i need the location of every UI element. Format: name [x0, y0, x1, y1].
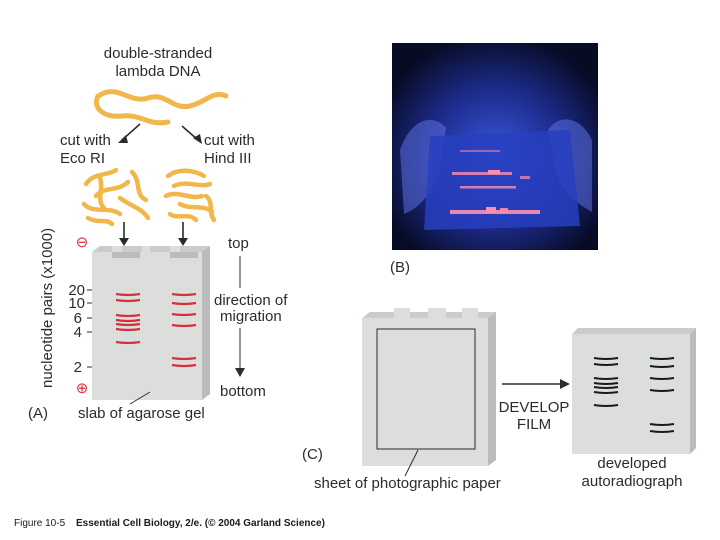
- tick-2: 2: [74, 359, 82, 376]
- band: [593, 357, 619, 360]
- paper-pointer: [404, 449, 419, 477]
- arrowhead-right: [193, 134, 202, 144]
- panel-a-label: (A): [28, 405, 48, 422]
- cut-left-line2: Eco RI: [60, 150, 105, 167]
- band: [115, 322, 141, 327]
- dna-label-line1: double-stranded: [104, 45, 212, 62]
- ecori-lane-bands: [115, 292, 141, 345]
- band: [593, 382, 619, 385]
- direction-line2: migration: [220, 308, 282, 325]
- band: [649, 377, 675, 380]
- hindiii-lane-bands: [171, 292, 197, 368]
- direction-line1: direction of: [214, 292, 288, 309]
- band: [649, 430, 675, 433]
- result-line2: autoradiograph: [582, 473, 683, 490]
- band: [171, 301, 197, 306]
- load-arrowhead-left: [119, 238, 129, 246]
- panel-c: sheet of photographic paper (C) DEVELOP …: [302, 308, 696, 492]
- autoradiograph: [572, 328, 696, 454]
- negative-electrode-symbol: ⊖: [76, 234, 89, 251]
- result-line1: developed: [597, 455, 666, 472]
- panel-b: (B): [390, 43, 598, 276]
- uv-gel-plate: [424, 130, 580, 230]
- band: [593, 404, 619, 407]
- autoradiograph-ecori-bands: [593, 357, 619, 407]
- lambda-dna-strand: [94, 89, 229, 126]
- develop-line1: DEVELOP: [499, 399, 570, 416]
- panel-a: double-stranded lambda DNA cut with Eco …: [28, 45, 288, 422]
- positive-electrode-symbol: ⊕: [76, 380, 89, 397]
- figure-caption: Figure 10-5 Essential Cell Biology, 2/e.…: [14, 518, 325, 529]
- well-right: [170, 252, 198, 258]
- band: [171, 323, 197, 328]
- cut-right-line1: cut with: [204, 132, 255, 149]
- band: [171, 312, 197, 317]
- band: [649, 357, 675, 360]
- band: [649, 423, 675, 426]
- develop-line2: FILM: [517, 416, 551, 433]
- ecori-fragments: [81, 167, 151, 227]
- band: [171, 356, 197, 361]
- band: [593, 386, 619, 389]
- cut-left-line1: cut with: [60, 132, 111, 149]
- band: [115, 298, 141, 303]
- band: [171, 292, 197, 297]
- glowing-bands: [450, 150, 540, 214]
- tick-20: 20: [68, 282, 85, 299]
- gel-with-paper: [362, 308, 496, 466]
- migration-arrowhead: [235, 368, 245, 377]
- band: [115, 313, 141, 318]
- slab-label: slab of agarose gel: [78, 405, 205, 422]
- panel-b-label: (B): [390, 259, 410, 276]
- hindiii-fragments: [163, 168, 217, 223]
- agarose-gel-slab: [92, 246, 210, 400]
- photographic-paper: [376, 328, 476, 450]
- tick-10: 10: [68, 295, 85, 312]
- axis-label: nucleotide pairs (x1000): [39, 228, 56, 388]
- band: [115, 292, 141, 297]
- bottom-label: bottom: [220, 383, 266, 400]
- caption-text: Essential Cell Biology, 2/e. (© 2004 Gar…: [76, 518, 325, 529]
- caption-figure-number: Figure 10-5: [14, 518, 66, 529]
- panel-c-label: (C): [302, 446, 323, 463]
- tick-4: 4: [74, 324, 82, 341]
- band: [593, 377, 619, 380]
- well-left: [112, 252, 140, 258]
- band: [115, 327, 141, 332]
- paper-label: sheet of photographic paper: [314, 475, 501, 492]
- band: [171, 363, 197, 368]
- slab-pointer: [129, 391, 151, 405]
- top-label: top: [228, 235, 249, 252]
- band: [649, 389, 675, 392]
- cut-right-line2: Hind III: [204, 150, 252, 167]
- dna-label-line2: lambda DNA: [115, 63, 200, 80]
- band: [649, 365, 675, 368]
- arrowhead-left: [118, 135, 128, 143]
- band: [115, 318, 141, 323]
- autoradiograph-hindiii-bands: [649, 357, 675, 433]
- band: [593, 391, 619, 394]
- band: [115, 340, 141, 345]
- band: [593, 363, 619, 366]
- load-arrowhead-right: [178, 238, 188, 246]
- develop-arrowhead: [560, 379, 570, 389]
- tick-6: 6: [74, 310, 82, 327]
